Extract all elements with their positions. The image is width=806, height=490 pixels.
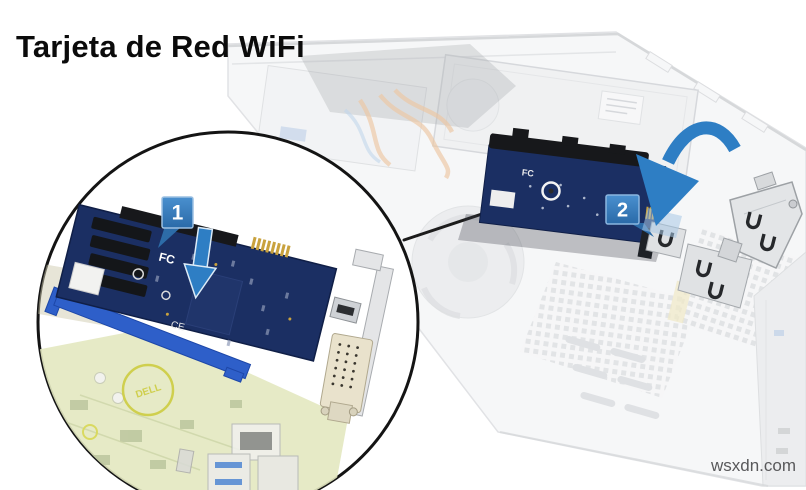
case-top-edge bbox=[227, 32, 806, 152]
case-edge-tabs bbox=[645, 51, 769, 133]
page-title: Tarjeta de Red WiFi bbox=[16, 28, 305, 64]
callout-1: 1 bbox=[158, 196, 194, 248]
inset-motherboard: DELL bbox=[38, 328, 348, 490]
inset-card-ce-mark: CE bbox=[170, 320, 186, 334]
slot-vents bbox=[565, 335, 660, 419]
callout-1-tail bbox=[158, 226, 180, 248]
screw-ring bbox=[541, 181, 561, 201]
watermark: wsxdn.com bbox=[710, 456, 796, 475]
fan-shroud bbox=[300, 44, 516, 128]
card-label bbox=[68, 261, 105, 296]
callout-1-label: 1 bbox=[172, 202, 184, 225]
case-card-fcc-mark: FC bbox=[521, 167, 535, 178]
blue-cable bbox=[343, 108, 381, 164]
dvi-connector bbox=[319, 333, 374, 424]
front-bezel bbox=[753, 251, 806, 487]
inset-card-fcc-mark: FC bbox=[157, 250, 176, 268]
edge-gold-fingers bbox=[250, 236, 291, 258]
rotate-arrow bbox=[636, 121, 741, 238]
callout-2-label: 2 bbox=[617, 200, 628, 222]
press-down-arrow bbox=[183, 226, 218, 300]
rotate-arrow-head bbox=[636, 154, 699, 226]
sata-cables bbox=[358, 88, 455, 180]
io-ports bbox=[175, 423, 299, 490]
hdmi-connector bbox=[329, 296, 362, 324]
case-bottom-edge bbox=[499, 431, 769, 487]
inset-circle: DELL bbox=[36, 130, 420, 490]
